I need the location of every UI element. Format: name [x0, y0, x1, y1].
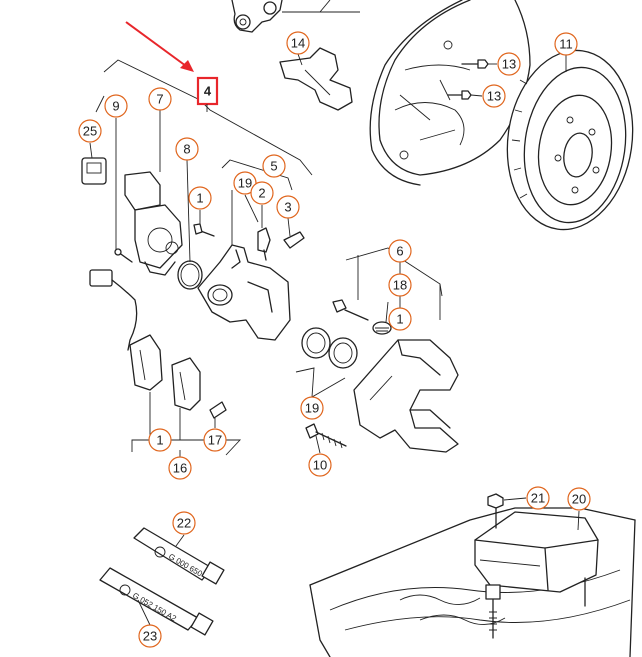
svg-text:7: 7	[156, 92, 163, 107]
callout-17[interactable]: 17	[203, 428, 227, 452]
svg-text:13: 13	[502, 57, 516, 72]
callout-5[interactable]: 5	[262, 154, 286, 178]
brake-disc	[506, 49, 634, 231]
wheel-bearing-housing	[231, 0, 360, 33]
highlight-arrow	[125, 21, 194, 72]
svg-text:22: 22	[177, 516, 191, 531]
svg-text:11: 11	[559, 37, 573, 52]
svg-text:23: 23	[143, 629, 157, 644]
callout-13a[interactable]: 13	[497, 52, 521, 76]
callout-4-highlighted[interactable]: 4	[196, 76, 219, 106]
sensor-plug-25	[81, 157, 107, 185]
callout-3[interactable]: 3	[276, 195, 300, 219]
nut-21	[487, 493, 504, 529]
svg-text:2: 2	[258, 186, 265, 201]
callout-25[interactable]: 25	[78, 119, 102, 143]
callout-9[interactable]: 9	[104, 94, 128, 118]
callout-6[interactable]: 6	[388, 239, 412, 263]
svg-text:17: 17	[208, 433, 222, 448]
callout-1c[interactable]: 1	[148, 428, 172, 452]
bolt-9	[114, 248, 133, 263]
svg-text:1: 1	[196, 191, 203, 206]
motor-7	[124, 171, 183, 276]
callout-4-label: 4	[204, 84, 212, 99]
callout-7[interactable]: 7	[148, 87, 172, 111]
callout-23[interactable]: 23	[138, 624, 162, 648]
rings-19	[301, 327, 358, 369]
brake-pad-16b	[171, 357, 201, 411]
svg-text:5: 5	[270, 159, 277, 174]
caliper-carrier-6	[353, 339, 459, 453]
svg-text:9: 9	[112, 99, 119, 114]
callout-14[interactable]: 14	[286, 31, 310, 55]
svg-text:8: 8	[183, 142, 190, 157]
callout-8[interactable]: 8	[175, 137, 199, 161]
callout-1b[interactable]: 1	[388, 307, 412, 331]
svg-text:16: 16	[173, 461, 187, 476]
callout-10[interactable]: 10	[308, 453, 332, 477]
grease-tube-22: G 000 650	[133, 527, 225, 585]
callout-2[interactable]: 2	[250, 181, 274, 205]
svg-text:20: 20	[572, 492, 586, 507]
bracket-14	[279, 47, 353, 111]
svg-text:3: 3	[284, 200, 291, 215]
bolt-1a	[193, 223, 215, 237]
callout-11[interactable]: 11	[554, 32, 578, 56]
guide-bolt-18	[332, 299, 392, 335]
bolt-10	[305, 423, 347, 449]
bleeder-screws	[257, 227, 305, 261]
callout-19a[interactable]: 19	[233, 171, 257, 195]
brake-pad-16a	[129, 334, 163, 391]
splash-shield	[369, 0, 531, 186]
control-unit-20	[474, 511, 599, 639]
svg-text:14: 14	[291, 36, 305, 51]
svg-text:21: 21	[531, 491, 545, 506]
callout-1a[interactable]: 1	[188, 186, 212, 210]
svg-text:1: 1	[156, 433, 163, 448]
callout-18[interactable]: 18	[388, 273, 412, 297]
callout-13b[interactable]: 13	[482, 84, 506, 108]
wear-sensor-wire	[89, 269, 138, 351]
callout-22[interactable]: 22	[172, 511, 196, 535]
o-ring-8	[177, 260, 203, 290]
svg-text:6: 6	[396, 244, 403, 259]
svg-text:18: 18	[393, 278, 407, 293]
svg-text:25: 25	[83, 124, 97, 139]
bolts-13	[447, 59, 489, 100]
callout-16[interactable]: 16	[168, 456, 192, 480]
svg-text:19: 19	[238, 176, 252, 191]
brake-caliper-4	[197, 244, 291, 341]
svg-text:1: 1	[396, 312, 403, 327]
svg-text:13: 13	[487, 89, 501, 104]
svg-text:19: 19	[305, 401, 319, 416]
clip-17	[209, 401, 227, 419]
svg-text:10: 10	[313, 458, 327, 473]
callout-20[interactable]: 20	[567, 487, 591, 511]
callout-21[interactable]: 21	[526, 486, 550, 510]
callout-19b[interactable]: 19	[300, 396, 324, 420]
grease-tube-23: G 052 150 A2	[99, 567, 214, 636]
